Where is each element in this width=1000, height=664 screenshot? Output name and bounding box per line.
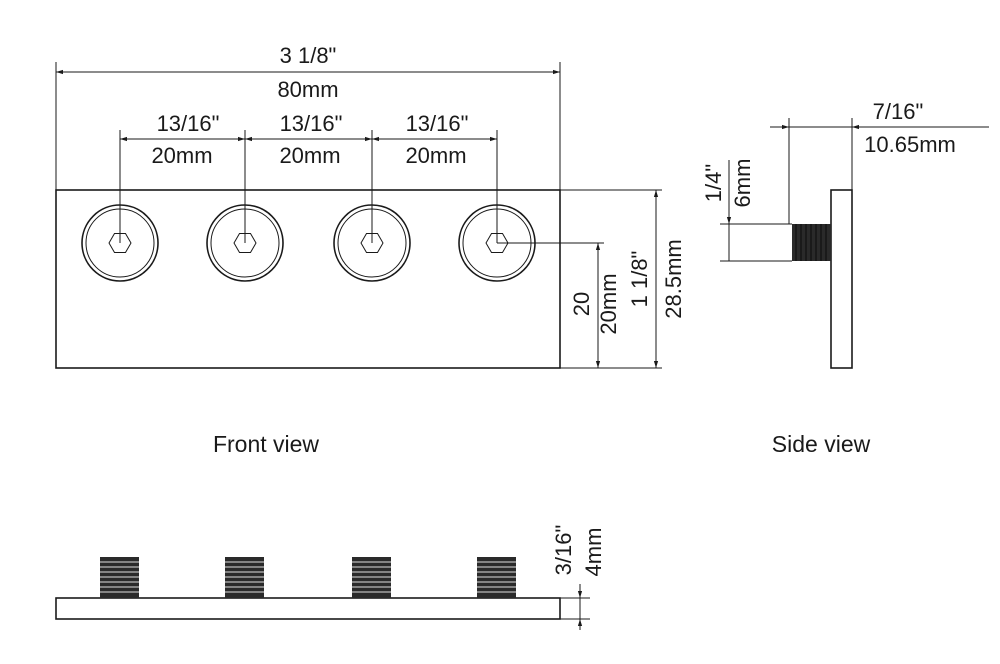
bottom-thread-icon-2 <box>225 557 264 598</box>
plate-height-inch: 1 1/8" <box>627 251 652 308</box>
plate-height-mm: 28.5mm <box>661 239 686 318</box>
hex-socket-icon <box>108 233 132 253</box>
spacing-1-inch: 13/16" <box>157 111 220 136</box>
bottom-thread-icon-4 <box>477 557 516 598</box>
hole-height-mm: 20mm <box>596 273 621 334</box>
thread-dia-inch: 1/4" <box>701 164 726 202</box>
thickness-mm: 4mm <box>581 528 606 577</box>
spacing-3-mm: 20mm <box>405 143 466 168</box>
side-view-caption: Side view <box>772 431 871 457</box>
side-depth-inch: 7/16" <box>873 99 924 124</box>
hex-socket-icon <box>233 233 257 253</box>
spacing-2-mm: 20mm <box>279 143 340 168</box>
hole-height-value: 20 <box>569 292 594 316</box>
bottom-view: 3/16" 4mm <box>55 525 606 630</box>
thickness-inch: 3/16" <box>551 525 576 576</box>
hex-socket-icon <box>360 233 384 253</box>
bottom-thread-icon-3 <box>352 557 391 598</box>
overall-width-mm: 80mm <box>277 77 338 102</box>
thread-dia-mm: 6mm <box>730 159 755 208</box>
hex-socket-icon <box>485 233 509 253</box>
bottom-thread-icon-1 <box>100 557 139 598</box>
bottom-plate <box>55 597 561 620</box>
spacing-1-mm: 20mm <box>151 143 212 168</box>
overall-width-inch: 3 1/8" <box>280 43 337 68</box>
side-thread-icon <box>792 224 831 261</box>
front-view-caption: Front view <box>213 431 319 457</box>
spacing-2-inch: 13/16" <box>280 111 343 136</box>
side-view: 7/16" 10.65mm 1/4" 6mm Side view <box>701 99 989 457</box>
front-view: 3 1/8" 80mm 13/16" 20mm 13/16" 20mm 13/1… <box>55 43 686 457</box>
side-plate <box>830 189 853 369</box>
front-plate <box>55 189 561 369</box>
side-depth-mm: 10.65mm <box>864 132 956 157</box>
spacing-3-inch: 13/16" <box>406 111 469 136</box>
